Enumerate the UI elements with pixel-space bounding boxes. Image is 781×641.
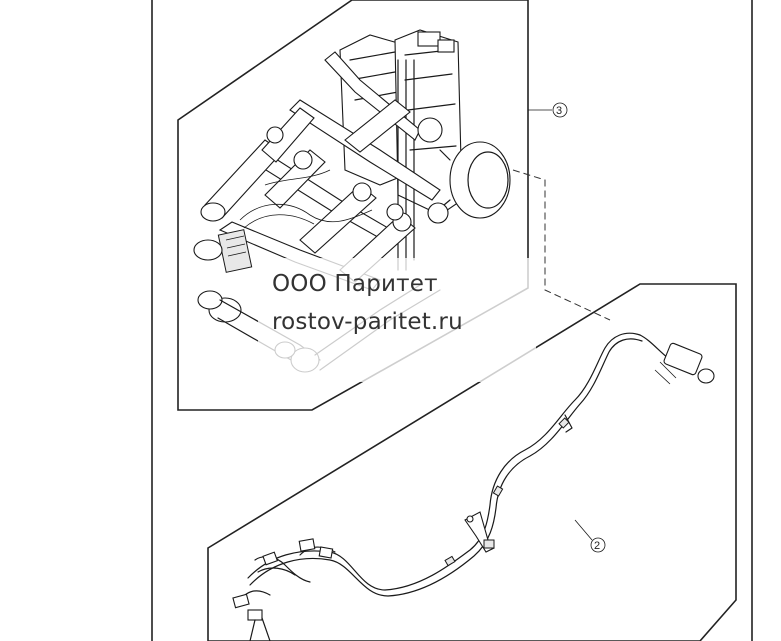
frame-item-2: [207, 283, 737, 641]
wiring-harness: [232, 332, 715, 641]
harness-end-connector: [654, 342, 715, 385]
dashed-leaders: [512, 169, 611, 321]
callout-3-label: 3: [556, 105, 562, 117]
actuator-cylinders: [200, 99, 449, 283]
outer-frame: [151, 0, 753, 641]
watermark-website: rostov-paritet.ru: [272, 309, 463, 335]
watermark-company-name: ООО Паритет: [272, 271, 438, 297]
hydraulic-valve-assembly: [193, 29, 511, 373]
harness-clip-bracket: [464, 511, 495, 553]
callout-2-label: 2: [594, 540, 600, 552]
harness-left-connectors: [232, 538, 336, 641]
callout-leaders: [528, 102, 606, 553]
watermark-background: [258, 258, 536, 382]
